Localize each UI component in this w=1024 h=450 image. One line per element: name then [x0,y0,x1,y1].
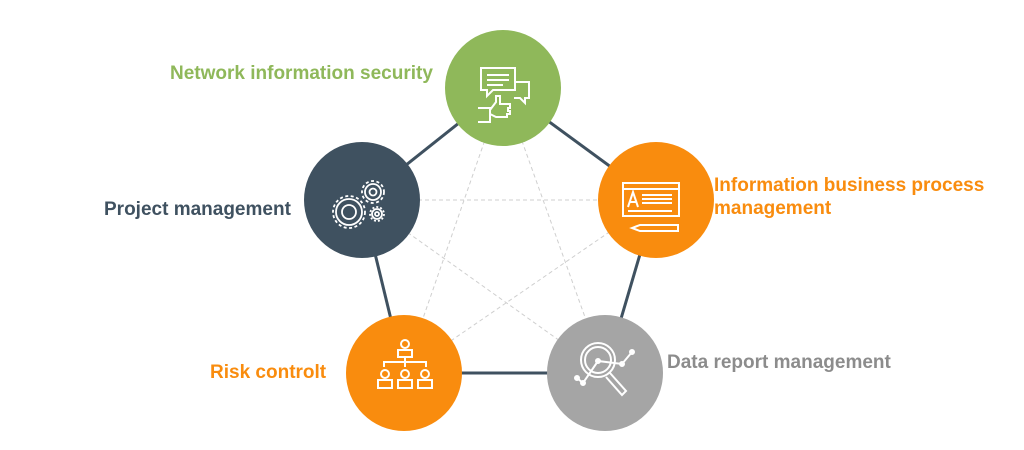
node-circle [346,315,462,431]
org-chart-icon [377,339,433,389]
label-risk-controlt: Risk controlt [210,362,327,383]
node-information-business-process-management [598,142,714,258]
label-project-management: Project management [104,199,291,220]
label-data-report-management: Data report management [667,352,891,373]
label-network-information-security: Network information security [170,63,433,84]
label-line-1: Information business process [714,175,985,196]
node-risk-controlt [346,315,462,431]
label-information-business-process-management: Information business process management [714,174,984,220]
node-circle [547,315,663,431]
node-network-information-security [445,30,561,146]
label-line-2: management [714,198,832,219]
magnifier-chart-icon [574,342,635,397]
gears-icon [332,180,385,229]
node-project-management [304,142,420,258]
node-circle [445,30,561,146]
node-data-report-management [547,315,663,431]
document-pencil-icon [622,182,680,232]
node-circle [304,142,420,258]
chat-thumbs-up-icon [478,67,530,123]
